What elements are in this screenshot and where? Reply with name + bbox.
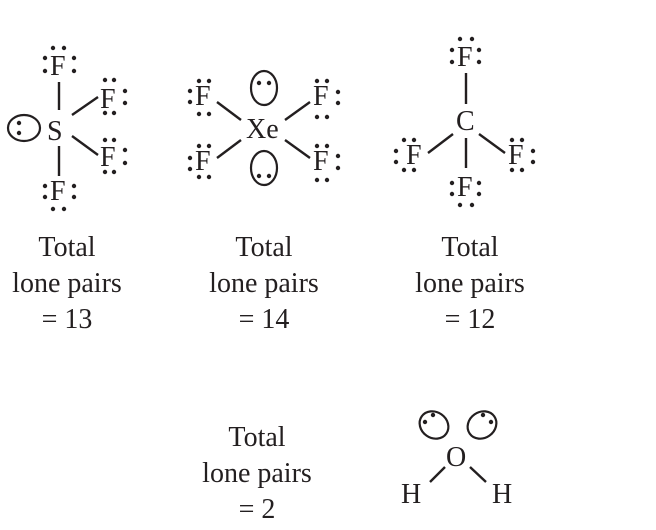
label-line: lone pairs bbox=[415, 268, 525, 299]
lone-pair-lobe bbox=[466, 410, 498, 440]
label-count: = 2 bbox=[238, 494, 276, 525]
molecule-h2o: O H H bbox=[401, 410, 512, 510]
label-line: Total bbox=[441, 232, 499, 263]
atom-xe: Xe bbox=[246, 114, 279, 145]
atom-f: F bbox=[313, 81, 329, 112]
atom-o: O bbox=[446, 442, 466, 473]
atom-f: F bbox=[50, 176, 66, 207]
atom-f: F bbox=[457, 42, 473, 73]
atom-h: H bbox=[492, 479, 512, 510]
molecule-xef4: Xe F F F F bbox=[187, 69, 341, 187]
cf4-lone-pair-label: Total lone pairs = 12 bbox=[380, 230, 560, 338]
atom-c: C bbox=[456, 106, 475, 137]
label-line: lone pairs bbox=[12, 268, 122, 299]
lone-pair-lobe bbox=[249, 69, 279, 107]
atom-f: F bbox=[195, 146, 211, 177]
lone-pair-lobe bbox=[418, 410, 450, 440]
label-count: = 13 bbox=[41, 304, 93, 335]
molecule-cf4: C F F F F bbox=[393, 36, 536, 208]
atom-f: F bbox=[195, 81, 211, 112]
atom-h: H bbox=[401, 479, 421, 510]
atom-f: F bbox=[406, 140, 422, 171]
label-line: lone pairs bbox=[209, 268, 319, 299]
molecule-sf4: S F F F F bbox=[6, 45, 128, 212]
atom-f: F bbox=[50, 51, 66, 82]
atom-f: F bbox=[508, 140, 524, 171]
label-line: Total bbox=[235, 232, 293, 263]
atom-f: F bbox=[100, 142, 116, 173]
label-count: = 12 bbox=[444, 304, 496, 335]
lone-pair-lobe bbox=[6, 113, 42, 143]
label-line: Total bbox=[228, 422, 286, 453]
label-line: lone pairs bbox=[202, 458, 312, 489]
atom-f: F bbox=[313, 146, 329, 177]
sf4-lone-pair-label: Total lone pairs = 13 bbox=[0, 230, 157, 338]
label-line: Total bbox=[38, 232, 96, 263]
atom-f: F bbox=[100, 84, 116, 115]
atom-f: F bbox=[457, 172, 473, 203]
atom-s: S bbox=[47, 116, 63, 147]
label-count: = 14 bbox=[238, 304, 290, 335]
lone-pair-lobe bbox=[249, 149, 279, 187]
xef4-lone-pair-label: Total lone pairs = 14 bbox=[174, 230, 354, 338]
h2o-lone-pair-label: Total lone pairs = 2 bbox=[167, 420, 347, 528]
